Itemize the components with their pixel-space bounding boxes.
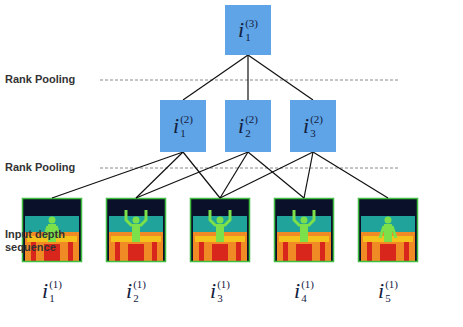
superscript: (1)	[301, 279, 314, 290]
dashed-divider	[100, 80, 398, 81]
connector	[136, 152, 248, 198]
superscript: (3)	[245, 18, 258, 29]
connector	[248, 55, 313, 100]
depth-frame: i(1)2	[106, 198, 166, 262]
symbol-base: i	[126, 278, 132, 303]
math-symbol: i(1)4	[294, 278, 314, 304]
math-symbol: i(1)2	[126, 278, 146, 304]
symbol-base: i	[378, 278, 384, 303]
math-symbol: i(3)1	[238, 17, 258, 43]
index-stack: (2)2	[245, 114, 258, 139]
subscript: 5	[385, 293, 398, 304]
subscript: 2	[245, 128, 258, 139]
feature-box: i(2)3	[290, 100, 336, 152]
index-stack: (2)1	[180, 114, 193, 139]
subscript: 3	[217, 293, 230, 304]
connector	[304, 152, 313, 198]
depth-frame	[274, 198, 334, 262]
feature-box: i(3)1	[225, 5, 271, 55]
index-stack: (1)1	[49, 279, 62, 304]
connector	[183, 152, 220, 198]
feature-box: i(2)1	[160, 100, 206, 152]
depth-frame: i(1)4	[274, 198, 334, 262]
superscript: (2)	[310, 114, 323, 125]
subscript: 4	[301, 293, 314, 304]
connector	[52, 152, 183, 198]
symbol-base: i	[42, 278, 48, 303]
math-symbol: i(1)3	[210, 278, 230, 304]
superscript: (1)	[49, 279, 62, 290]
index-stack: (1)2	[133, 279, 146, 304]
superscript: (2)	[245, 114, 258, 125]
connector	[313, 152, 388, 198]
depth-frame	[106, 198, 166, 262]
subscript: 3	[310, 128, 323, 139]
label-text: Rank Pooling	[5, 161, 75, 173]
layer-label: Rank Pooling	[5, 73, 100, 86]
symbol-base: i	[238, 113, 244, 138]
connector	[248, 152, 304, 198]
symbol-base: i	[238, 17, 244, 42]
subscript: 1	[49, 293, 62, 304]
superscript: (1)	[385, 279, 398, 290]
depth-frame: i(1)3	[190, 198, 250, 262]
index-stack: (3)1	[245, 18, 258, 43]
superscript: (1)	[133, 279, 146, 290]
layer-label: Input depth sequence	[5, 228, 65, 254]
math-symbol: i(2)1	[173, 113, 193, 139]
label-text: Rank Pooling	[5, 73, 75, 85]
connector	[220, 152, 313, 198]
symbol-base: i	[210, 278, 216, 303]
math-symbol: i(2)2	[238, 113, 258, 139]
label-text: Input depth sequence	[5, 228, 65, 253]
symbol-base: i	[173, 113, 179, 138]
subscript: 2	[133, 293, 146, 304]
depth-frame	[190, 198, 250, 262]
subscript: 1	[180, 128, 193, 139]
math-symbol: i(1)1	[42, 278, 62, 304]
connector	[247, 55, 248, 100]
connector	[136, 152, 183, 198]
depth-frame: i(1)5	[358, 198, 418, 262]
math-symbol: i(2)3	[303, 113, 323, 139]
index-stack: (2)3	[310, 114, 323, 139]
dashed-divider	[100, 168, 398, 169]
connector	[183, 55, 248, 100]
index-stack: (1)5	[385, 279, 398, 304]
layer-label: Rank Pooling	[5, 161, 100, 174]
feature-box: i(2)2	[225, 100, 271, 152]
index-stack: (1)4	[301, 279, 314, 304]
superscript: (2)	[180, 114, 193, 125]
superscript: (1)	[217, 279, 230, 290]
subscript: 1	[245, 32, 258, 43]
index-stack: (1)3	[217, 279, 230, 304]
symbol-base: i	[303, 113, 309, 138]
symbol-base: i	[294, 278, 300, 303]
math-symbol: i(1)5	[378, 278, 398, 304]
depth-frame	[358, 198, 418, 262]
